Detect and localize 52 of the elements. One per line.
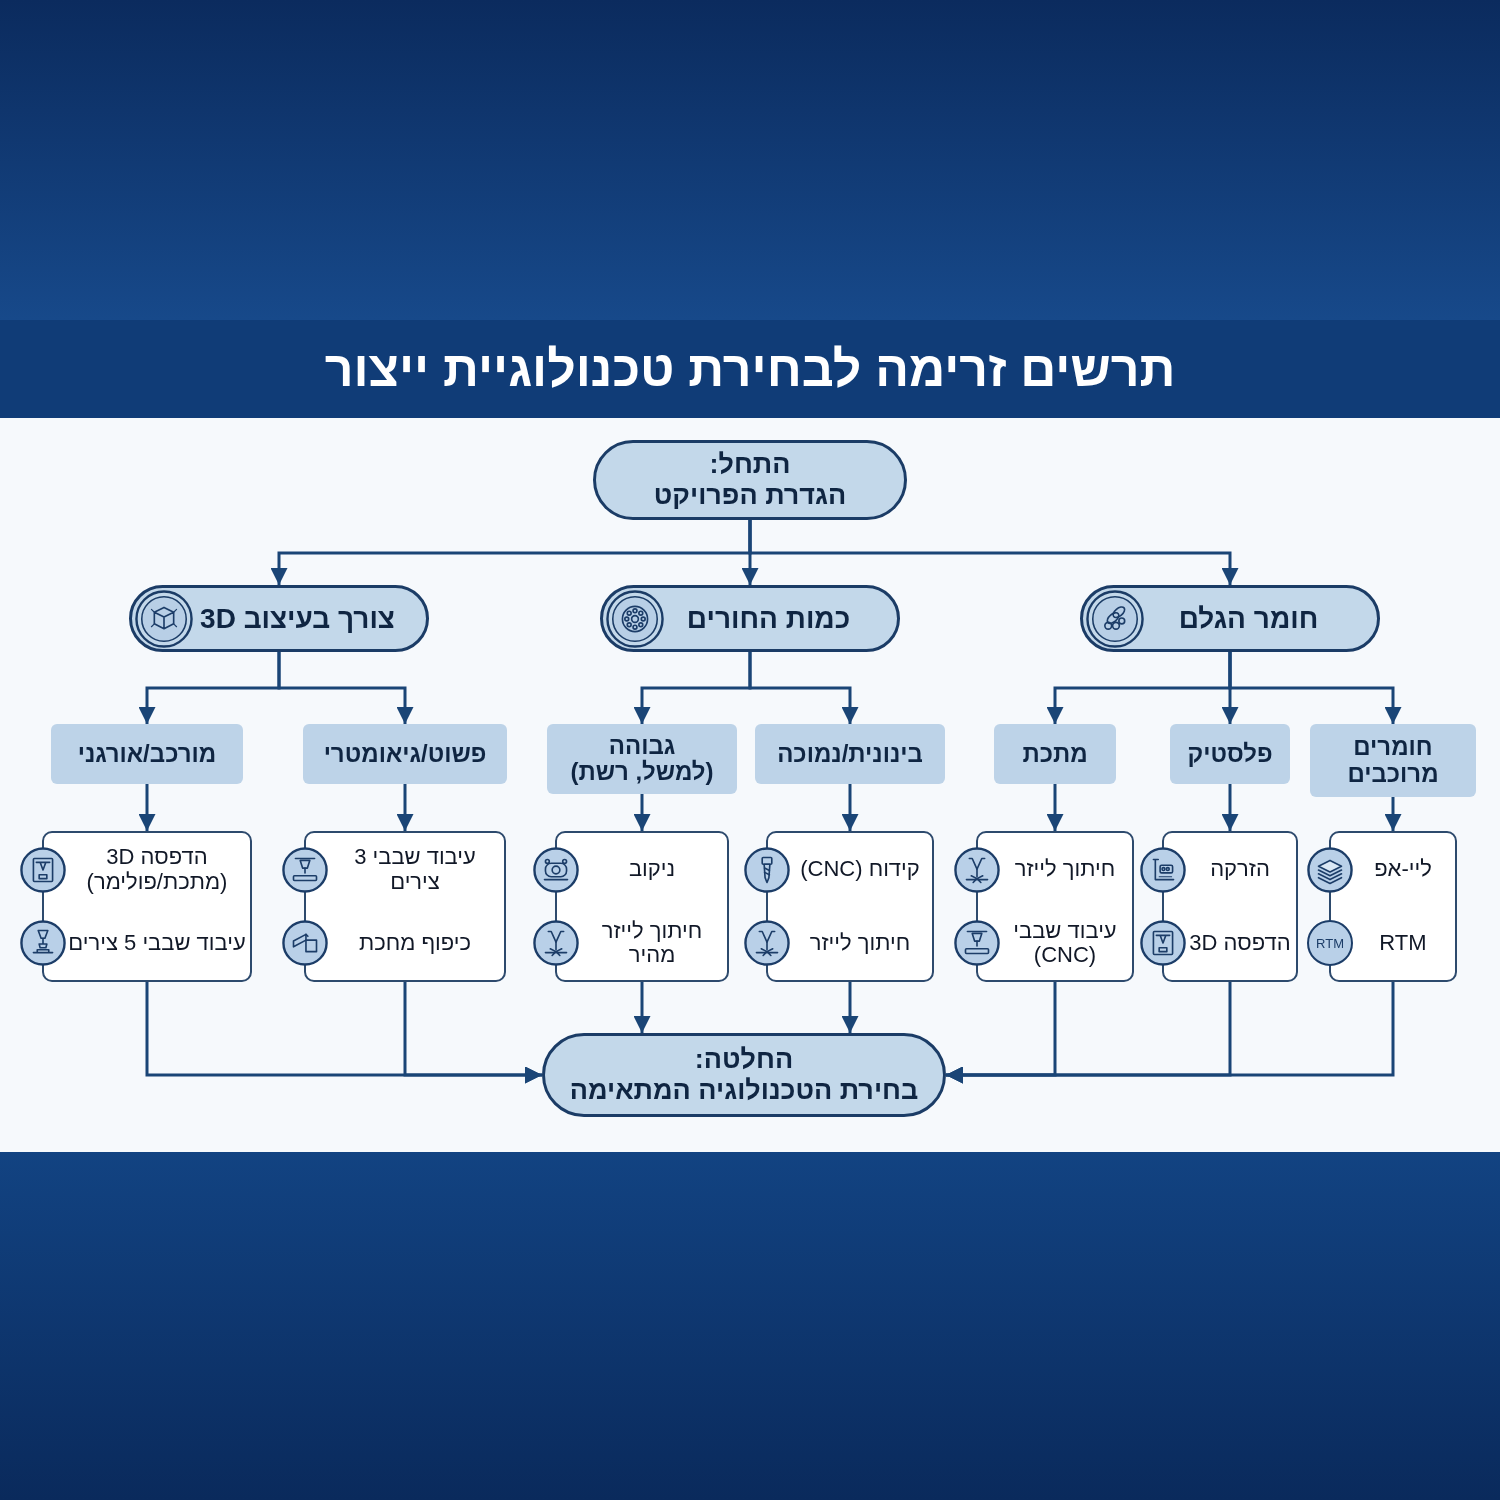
category-box xyxy=(303,724,507,784)
arrow xyxy=(138,784,156,831)
category-box xyxy=(755,724,945,784)
category-label: בינונית/נמוכה xyxy=(777,740,923,768)
arrow xyxy=(633,794,651,831)
process-label: הדפסה 3D xyxy=(1188,930,1292,956)
process-label: עיבוד שבבי 3 צירים xyxy=(353,845,477,895)
arrow xyxy=(841,784,859,831)
process-label: קידוח (CNC) xyxy=(799,857,921,883)
question-label: צורך בעיצוב 3D xyxy=(200,602,395,636)
category-label: מורכב/אורגני xyxy=(77,740,217,768)
arrow xyxy=(946,982,1057,1084)
process-label: עיבוד שבבי 5 צירים xyxy=(68,930,246,956)
process-label: חיתוך לייזר מהיר xyxy=(600,918,704,968)
process-label: ניקוב xyxy=(627,857,677,883)
terminal-label: התחל: xyxy=(709,448,791,480)
arrow xyxy=(841,982,859,1033)
arrow xyxy=(1221,784,1239,831)
category-box xyxy=(547,724,737,794)
process-label: עיבוד שבבי (CNC) xyxy=(1012,918,1118,968)
question-label: כמות החורים xyxy=(686,602,851,636)
category-label: פלסטיק xyxy=(1187,740,1273,768)
question-label: חומר הגלם xyxy=(1178,602,1319,636)
category-label: חומרים מרוכבים xyxy=(1346,734,1440,787)
terminal-label: הגדרת הפרויקט xyxy=(653,480,847,512)
title: תרשים זרימה לבחירת טכנולוגיית ייצור xyxy=(324,344,1176,394)
process-label: ליי-אפ xyxy=(1373,857,1433,883)
arrow xyxy=(633,652,752,724)
category-box xyxy=(51,724,243,784)
category-label: גבוהה (למשל, רשת) xyxy=(569,732,715,786)
process-label: הדפסה 3D (מתכת/פולימר) xyxy=(85,845,229,895)
arrow xyxy=(270,520,752,585)
category-label: מתכת xyxy=(1022,740,1088,768)
category-label: פשוט/גיאומטרי xyxy=(323,740,487,768)
terminal-label: בחירת הטכנולוגיה המתאימה xyxy=(569,1075,919,1107)
category-box xyxy=(1310,724,1476,797)
arrow xyxy=(1384,797,1402,831)
process-badge: RTM xyxy=(1307,920,1353,967)
process-label: כיפוף מחכת xyxy=(357,930,473,956)
category-box xyxy=(994,724,1116,784)
process-label: חיתוך לייזר xyxy=(1013,857,1117,883)
arrow xyxy=(633,982,651,1033)
arrow xyxy=(1046,652,1232,724)
process-label: RTM xyxy=(1378,930,1428,956)
terminal-label: החלטה: xyxy=(694,1043,794,1075)
arrow xyxy=(396,784,414,831)
arrow xyxy=(138,652,281,724)
arrow xyxy=(145,982,542,1084)
process-label: הזרקה xyxy=(1209,857,1271,883)
process-label: חיתוך לייזר xyxy=(808,930,912,956)
arrow xyxy=(1046,784,1064,831)
category-box xyxy=(1170,724,1290,784)
